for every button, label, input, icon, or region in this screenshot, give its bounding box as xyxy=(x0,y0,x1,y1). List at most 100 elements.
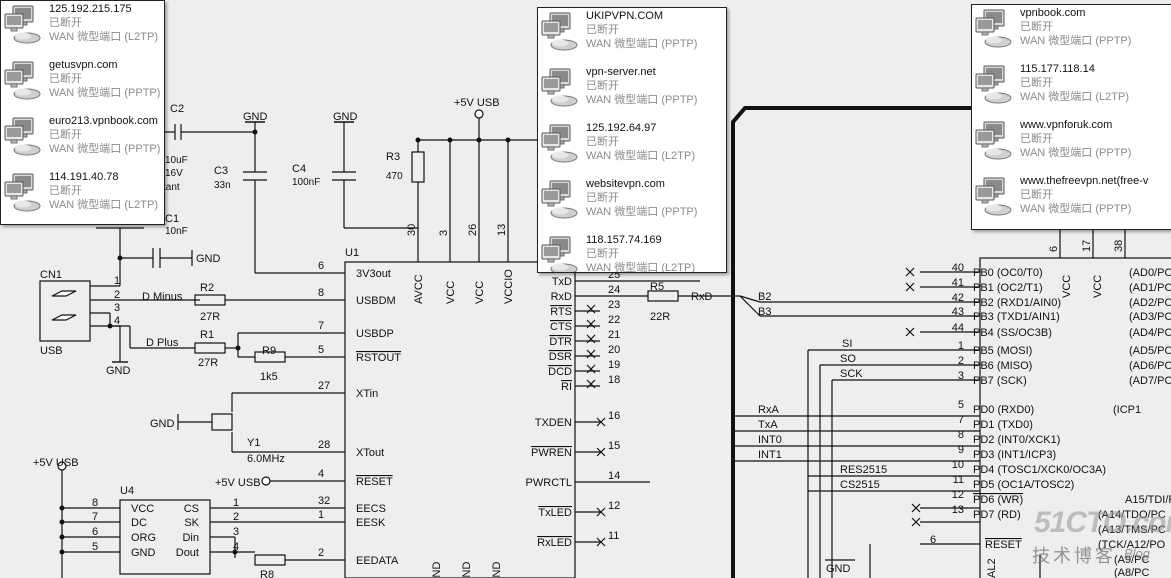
connection-type: WAN 微型端口 (PPTP) xyxy=(586,206,698,218)
c3-label: C3 xyxy=(214,165,228,177)
c3-value: 33n xyxy=(214,180,231,191)
mcu-pin-number: 10 xyxy=(952,459,964,471)
mcu-pin-name: PD0 (RXD0) xyxy=(973,404,1034,416)
connection-type: WAN 微型端口 (PPTP) xyxy=(49,143,161,155)
mcu-pin-name: PD4 (TOSC1/XCK0/OC3A) xyxy=(973,464,1106,476)
u4-pin-name: CS xyxy=(184,503,199,515)
mcu-vcc1-label: VCC xyxy=(1061,275,1073,298)
mcu-pin-number: 42 xyxy=(952,292,964,304)
u4-pin-name: GND xyxy=(131,547,156,559)
u4-pin-number: 4 xyxy=(233,541,239,553)
u1-label: U1 xyxy=(345,247,359,259)
connection-status: 已断开 xyxy=(49,73,82,85)
u1-pin-name: RSTOUT xyxy=(356,352,401,364)
network-connection-icon xyxy=(540,66,580,108)
u1-pin-number: 22 xyxy=(608,314,620,326)
u1-pin-number: 24 xyxy=(608,284,620,296)
u1-pin-number: 18 xyxy=(608,374,620,386)
mcu-vcc2-label: VCC xyxy=(1092,275,1104,298)
mcu-top-pin-number: 6 xyxy=(1048,246,1060,252)
u1-pin-name: EESK xyxy=(356,517,386,529)
vpn-panel-right: vpnbook.com 已断开 WAN 微型端口 (PPTP) 115.177.11… xyxy=(971,4,1171,230)
mcu-pin-name: PD2 (INT0/XCK1) xyxy=(973,434,1060,446)
gnd-c3-label: GND xyxy=(243,111,268,123)
int1-net-label: INT1 xyxy=(758,449,782,461)
u4-pin-name: Din xyxy=(182,532,199,544)
dplus-label: D Plus xyxy=(146,337,179,349)
r2-value: 27R xyxy=(200,311,220,323)
connection-status: 已断开 xyxy=(586,24,619,36)
u1-pin-name: EECS xyxy=(356,503,386,515)
connection-name: vpnbook.com xyxy=(1020,7,1086,19)
connection-type: WAN 微型端口 (PPTP) xyxy=(1020,203,1132,215)
sck-net-label: SCK xyxy=(840,368,863,380)
connection-name: www.thefreevpn.net(free-v xyxy=(1020,175,1149,187)
mcu-icp-label: (ICP1 xyxy=(1113,404,1141,416)
mcu-a14-label: (A14/TDO/PC xyxy=(1098,509,1166,521)
u1-pin-number: 27 xyxy=(318,380,330,392)
r5-value: 22R xyxy=(650,311,670,323)
connection-type: WAN 微型端口 (PPTP) xyxy=(586,94,698,106)
network-connection-icon xyxy=(3,59,43,101)
mcu-pin-name: PD5 (OC1A/TOSC2) xyxy=(973,479,1074,491)
gnd-cn1-label: GND xyxy=(106,365,131,377)
gnd-c1-label: GND xyxy=(196,253,221,265)
mcu-pin-name: PB0 (OC0/T0) xyxy=(973,267,1043,279)
connection-status: 已断开 xyxy=(1020,21,1053,33)
network-connection-icon xyxy=(974,7,1014,49)
u1-pin-number: 4 xyxy=(318,468,324,480)
mcu-pin-number: 7 xyxy=(958,414,964,426)
watermark-blog-text: Blog xyxy=(1124,546,1151,561)
u1-gnd-pin: GND xyxy=(431,562,443,578)
u1-pin-number: 7 xyxy=(318,320,324,332)
u1-pin-name: RESET xyxy=(356,476,393,488)
connection-name: 125.192.64.97 xyxy=(586,122,657,134)
mcu-pin-number: 13 xyxy=(952,504,964,516)
u1-top-pin-number: 13 xyxy=(496,224,508,236)
r1-value: 27R xyxy=(198,357,218,369)
mcu-pin-number: 11 xyxy=(953,474,964,486)
connection-status: 已断开 xyxy=(1020,133,1053,145)
u1-top-pin-number: 26 xyxy=(467,224,479,236)
u1-pin-name: RxLED xyxy=(537,537,572,549)
connection-name: 125.192.215.175 xyxy=(49,3,132,15)
plus5v-left-label: +5V USB xyxy=(33,457,79,469)
u1-pin-number: 5 xyxy=(318,344,324,356)
mcu-reset-label: RESET xyxy=(985,539,1022,551)
network-connection-icon xyxy=(974,175,1014,217)
u1-pin-number: 12 xyxy=(608,500,620,512)
network-connection-icon xyxy=(974,63,1014,105)
plus5v-top-label: +5V USB xyxy=(454,97,500,109)
mcu-a15-label: A15/TDI/PO xyxy=(1125,494,1171,506)
u1-pin-name: RI xyxy=(561,381,572,393)
u1-pin-name: TXDEN xyxy=(535,417,572,429)
u1-pin-name: XTout xyxy=(356,447,384,459)
r9-value: 1k5 xyxy=(260,371,278,383)
u1-pin-number: 16 xyxy=(608,410,620,422)
mcu-pin-name: PD1 (TXD0) xyxy=(973,419,1033,431)
connection-name: 115.177.118.14 xyxy=(1020,63,1095,75)
u1-top-pin-number: 3 xyxy=(438,230,450,236)
mcu-pin-name: PB5 (MOSI) xyxy=(973,345,1032,357)
connection-type: WAN 微型端口 (L2TP) xyxy=(1020,91,1129,103)
connection-type: WAN 微型端口 (PPTP) xyxy=(49,87,161,99)
mcu-reset-pin-number: 6 xyxy=(930,534,936,546)
mcu-al2-label: AL2 xyxy=(986,558,998,578)
u4-pin-name: ORG xyxy=(131,532,156,544)
